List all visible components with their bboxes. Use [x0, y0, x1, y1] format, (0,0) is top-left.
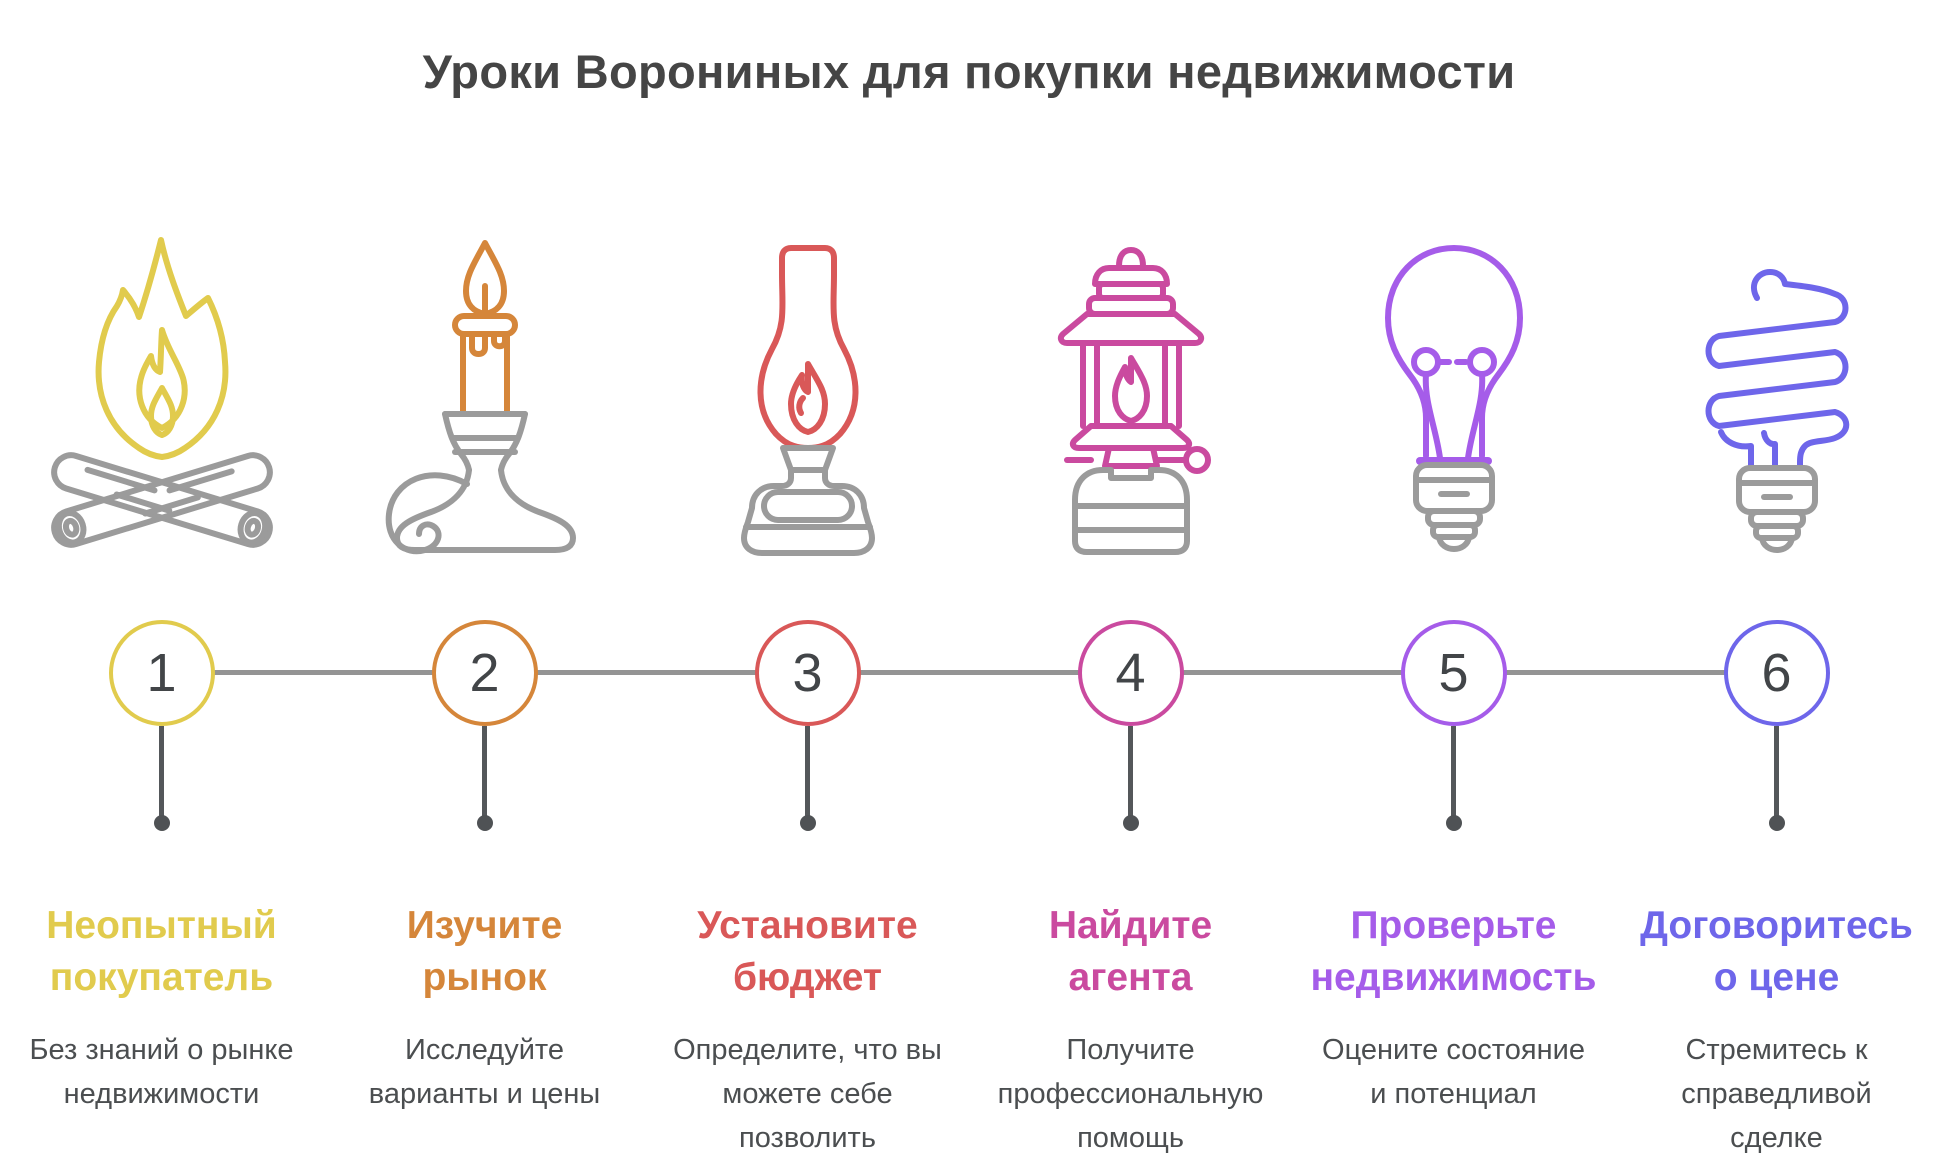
- step-stem-line: [159, 726, 164, 816]
- step-6-text: Договоритесь о цене Стремитесь к справед…: [1615, 900, 1938, 1160]
- timeline-step-2: 2: [323, 620, 646, 834]
- step-4-text: Найдите агента Получите профессиональную…: [969, 900, 1292, 1160]
- timeline-step-6: 6: [1615, 620, 1938, 834]
- step-number-circle: 2: [431, 620, 538, 726]
- icons-row: [0, 222, 1938, 562]
- timeline-step-1: 1: [0, 620, 323, 834]
- incandescent-bulb-icon: [1384, 245, 1523, 552]
- step-number-circle: 4: [1077, 620, 1184, 726]
- step-5-icon-cell: [1292, 222, 1615, 562]
- page-title: Уроки Ворониных для покупки недвижимости: [422, 45, 1516, 98]
- step-description: Определите, что вы можете себе позволить: [673, 1034, 942, 1154]
- step-stem-line: [482, 726, 487, 816]
- step-number-circle: 6: [1723, 620, 1830, 726]
- text-row: Неопытный покупатель Без знаний о рынке …: [0, 900, 1938, 1160]
- step-number: 4: [1115, 643, 1146, 703]
- step-title: Изучите рынок: [406, 904, 563, 999]
- step-number: 2: [469, 643, 500, 703]
- timeline-step-4: 4: [969, 620, 1292, 834]
- gas-lantern-icon: [1057, 247, 1211, 555]
- step-stem-dot: [1768, 815, 1785, 831]
- step-stem-line: [805, 726, 810, 816]
- step-stem-dot: [1445, 815, 1462, 831]
- step-description: Стремитесь к справедливой сделке: [1681, 1034, 1872, 1154]
- timeline-step-5: 5: [1292, 620, 1615, 834]
- cfl-bulb-icon: [1705, 269, 1849, 553]
- step-2-text: Изучите рынок Исследуйте варианты и цены: [323, 900, 646, 1160]
- step-description: Получите профессиональную помощь: [997, 1034, 1264, 1154]
- timeline-connector-line: [161, 670, 1777, 675]
- step-description: Исследуйте варианты и цены: [368, 1034, 601, 1110]
- step-number-circle: 3: [754, 620, 861, 726]
- timeline-step-3: 3: [646, 620, 969, 834]
- campfire-icon: [50, 237, 273, 548]
- step-number-circle: 5: [1400, 620, 1507, 726]
- step-number: 5: [1438, 643, 1469, 703]
- step-4-icon-cell: [969, 222, 1292, 562]
- step-stem-dot: [476, 815, 493, 831]
- step-3-text: Установите бюджет Определите, что вы мож…: [646, 900, 969, 1160]
- step-stem-line: [1451, 726, 1456, 816]
- step-3-icon-cell: [646, 222, 969, 562]
- step-stem-line: [1774, 726, 1779, 816]
- step-1-text: Неопытный покупатель Без знаний о рынке …: [0, 900, 323, 1160]
- step-title: Неопытный покупатель: [46, 904, 277, 999]
- step-title: Проверьте недвижимость: [1310, 904, 1597, 999]
- step-stem-dot: [799, 815, 816, 831]
- step-6-icon-cell: [1615, 222, 1938, 562]
- step-description: Оцените состояние и потенциал: [1322, 1034, 1585, 1110]
- step-number: 6: [1761, 643, 1792, 703]
- step-number-circle: 1: [108, 620, 215, 726]
- step-description: Без знаний о рынке недвижимости: [29, 1034, 294, 1110]
- oil-lamp-icon: [740, 245, 875, 556]
- step-stem-line: [1128, 726, 1133, 816]
- step-title: Договоритесь о цене: [1640, 904, 1913, 999]
- step-1-icon-cell: [0, 222, 323, 562]
- step-stem-dot: [153, 815, 170, 831]
- step-title: Найдите агента: [1048, 904, 1213, 999]
- step-stem-dot: [1122, 815, 1139, 831]
- step-number: 3: [792, 643, 823, 703]
- step-number: 1: [146, 643, 177, 703]
- timeline-row: 1 2 3 4 5: [0, 620, 1938, 834]
- step-5-text: Проверьте недвижимость Оцените состояние…: [1292, 900, 1615, 1160]
- step-title: Установите бюджет: [697, 904, 918, 999]
- step-2-icon-cell: [323, 222, 646, 562]
- candlestick-icon: [385, 240, 576, 555]
